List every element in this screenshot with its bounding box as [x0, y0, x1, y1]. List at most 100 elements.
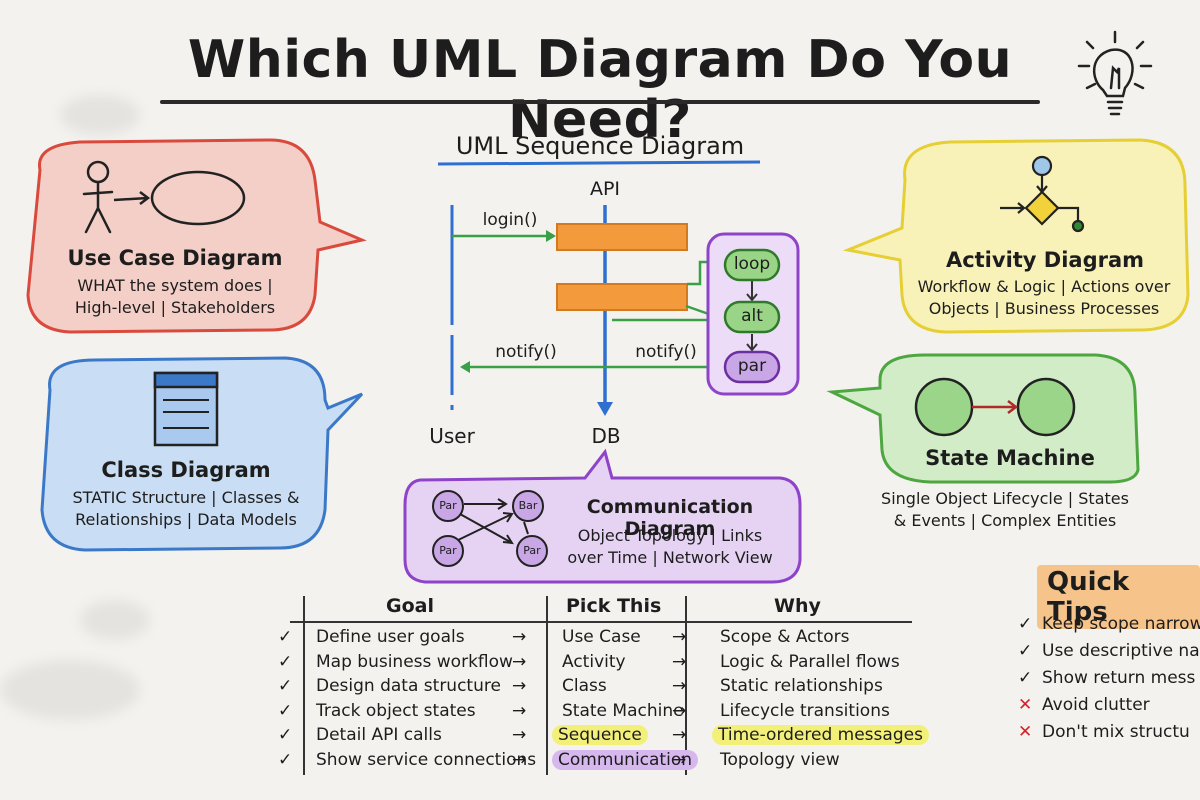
comm-node-4-label: Par [523, 544, 541, 557]
row-arrow-icon: → [512, 749, 527, 770]
loop-label: loop [733, 254, 771, 274]
user-label: User [429, 424, 475, 448]
activity-bubble [842, 138, 1190, 334]
sequence-heading-underline [437, 160, 761, 166]
table-row: ✓Define user goals→Use Case→Scope & Acto… [278, 627, 938, 652]
loop-fragment [723, 248, 781, 282]
row-check-icon: ✓ [278, 651, 293, 672]
row-arrow-icon: → [672, 725, 687, 745]
quick-tip-text: Keep scope narrow [1042, 614, 1200, 634]
row-arrow-icon: → [512, 651, 527, 672]
quick-tip-text: Avoid clutter [1042, 695, 1150, 715]
row-why: Logic & Parallel flows [720, 651, 900, 672]
comm-node-4 [516, 535, 548, 567]
actor-arrow [113, 191, 151, 205]
row-arrow-icon: → [672, 627, 687, 647]
table-header-why: Why [774, 595, 821, 617]
quick-tips-title: Quick Tips [1037, 565, 1200, 629]
sequence-heading: UML Sequence Diagram [455, 132, 745, 160]
table-row: ✓Map business workflow→Activity→Logic & … [278, 652, 938, 677]
table-grid [290, 596, 912, 775]
table-header-pick: Pick This [566, 595, 662, 617]
actor-icon [82, 160, 114, 234]
table-row: ✓Detail API calls→Sequence→Time-ordered … [278, 725, 938, 750]
row-goal: Detail API calls [316, 725, 442, 745]
use-case-title: Use Case Diagram [67, 246, 283, 270]
row-goal: Track object states [316, 700, 476, 721]
activity-desc-line-2: Objects | Business Processes [928, 299, 1160, 318]
row-arrow-icon: → [512, 627, 527, 647]
row-why: Time-ordered messages [712, 725, 929, 745]
row-goal: Map business workflow [316, 651, 513, 672]
quick-tip-text: Show return mess [1042, 668, 1196, 688]
par-label: par [737, 356, 767, 376]
table-row: ✓ Design data structure → Class → Static rela… [278, 676, 938, 701]
state-title: State Machine [925, 446, 1095, 470]
cross-icon: ✕ [1018, 695, 1033, 715]
notify-message-left: notify() [495, 342, 557, 362]
page-title: Which UML Diagram Do You Need? [187, 30, 1013, 150]
api-label: API [589, 178, 621, 200]
notify-arrow [460, 361, 720, 373]
row-arrow-icon: → [512, 700, 527, 721]
activation-bar-2 [556, 283, 688, 311]
quick-tip-item: ✓ Show return mess [1018, 668, 1195, 688]
use-case-ellipse [150, 170, 246, 226]
row-goal: Show service connections [316, 749, 537, 770]
alt-label: alt [741, 306, 763, 326]
communication-title: Communication Diagram [586, 496, 754, 540]
row-why: Lifecycle transitions [720, 700, 890, 721]
login-arrow [452, 230, 556, 242]
alt-fragment [723, 300, 781, 334]
row-check-icon: ✓ [278, 676, 293, 696]
smudge [80, 600, 150, 640]
class-desc-line-2: Relationships | Data Models [75, 510, 297, 529]
row-pick: Communication [552, 749, 698, 770]
row-check-icon: ✓ [278, 749, 293, 770]
comm-node-3-label: Par [439, 544, 457, 557]
table-row: ✓Track object states→State Machine→Lifec… [278, 701, 938, 726]
row-arrow-icon: → [672, 700, 687, 721]
communication-desc-line-2: over Time | Network View [567, 548, 773, 567]
row-check-icon: ✓ [278, 700, 293, 721]
row-pick: Sequence [552, 725, 648, 745]
row-arrow-icon: → [512, 676, 527, 696]
activity-title: Activity Diagram [945, 248, 1145, 272]
row-goal: Define user goals [316, 627, 465, 647]
state-nodes-icon [914, 377, 1076, 437]
comm-node-2 [512, 490, 544, 522]
quick-tip-text: Don't mix structu [1042, 722, 1190, 742]
row-why: Scope & Actors [720, 627, 850, 647]
db-label: DB [591, 424, 621, 448]
table-row: ✓Show service connections→Communication→… [278, 749, 938, 775]
check-icon: ✓ [1018, 668, 1033, 688]
quick-tip-item: ✕ Avoid clutter [1018, 695, 1150, 715]
use-case-bubble [26, 138, 367, 334]
row-arrow-icon: → [672, 749, 687, 770]
row-pick: State Machine [562, 700, 684, 721]
title-underline [160, 100, 1040, 104]
row-arrow-icon: → [672, 676, 687, 696]
fragment-connectors [746, 280, 758, 352]
table-header-goal: Goal [386, 595, 434, 617]
login-message: login() [482, 210, 538, 230]
smudge [60, 95, 140, 135]
row-check-icon: ✓ [278, 725, 293, 745]
quick-tip-item: ✓Keep scope narrow [1018, 614, 1200, 634]
communication-bubble [403, 448, 802, 584]
class-title: Class Diagram [101, 458, 271, 482]
row-pick: Class [562, 676, 607, 696]
row-goal: Design data structure [316, 676, 501, 696]
row-why: Static relationships [720, 676, 883, 696]
comm-node-1-label: Par [439, 499, 457, 512]
use-case-desc-line-1: WHAT the system does | [77, 276, 273, 295]
check-icon: ✓ [1018, 641, 1033, 661]
row-why: Topology view [720, 749, 840, 770]
communication-desc-line-1: Object Topology | Links [577, 526, 763, 545]
quick-tip-text: Use descriptive na [1042, 641, 1200, 661]
quick-tip-item: ✕Don't mix structu [1018, 722, 1190, 742]
smudge [0, 660, 140, 720]
class-desc-line-1: STATIC Structure | Classes & [72, 488, 300, 507]
quick-tip-item: ✓ Use descriptive na [1018, 641, 1200, 661]
